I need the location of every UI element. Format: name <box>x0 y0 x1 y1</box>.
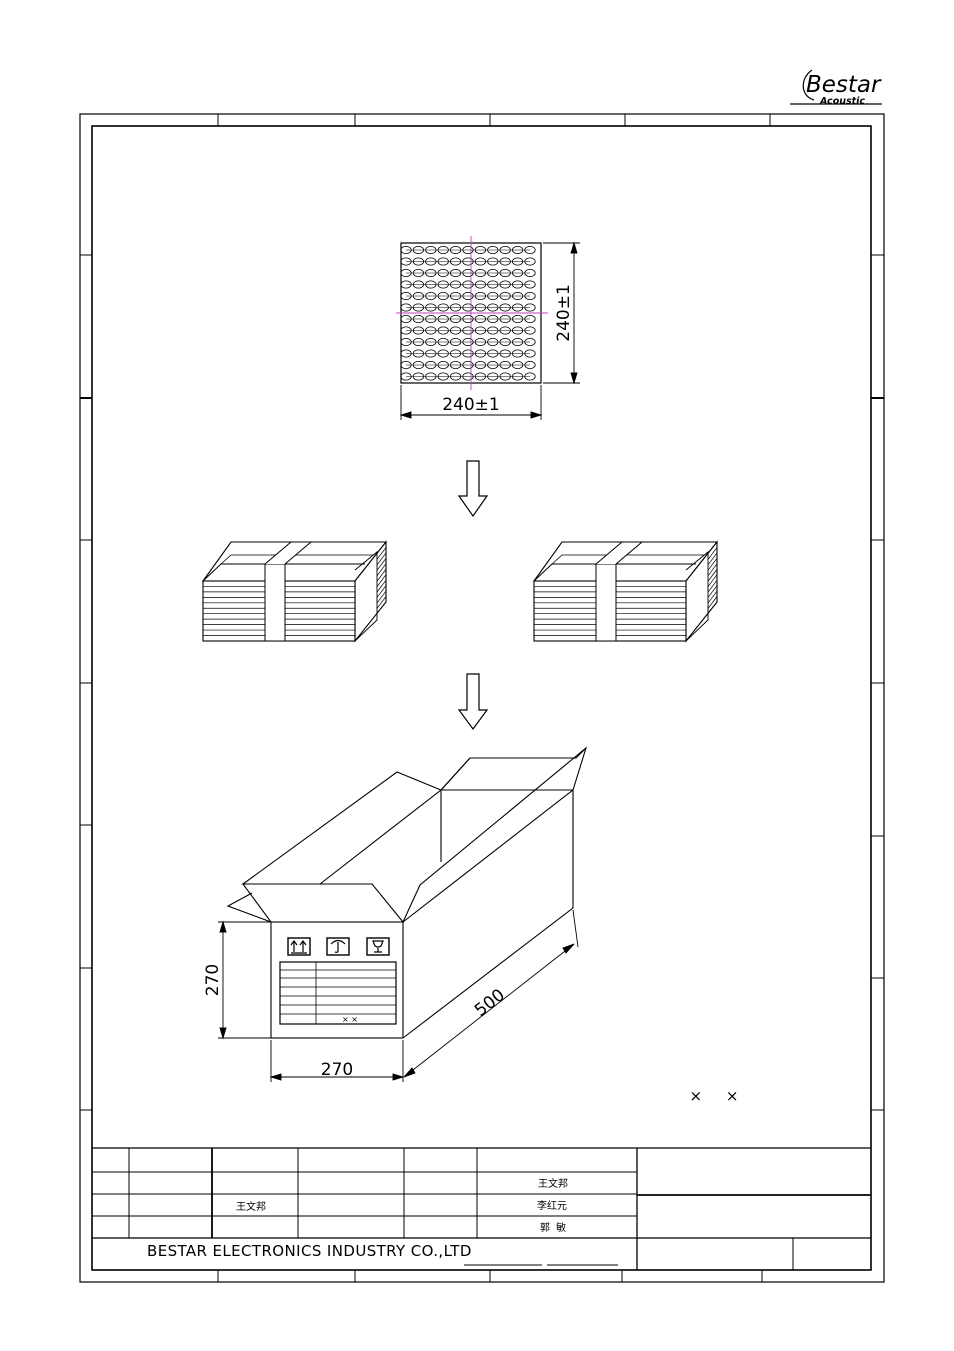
carton-width-label: 270 <box>321 1060 353 1080</box>
tray-layer-line <box>376 585 387 598</box>
carton-box <box>226 746 588 1039</box>
tray-layer-line <box>707 563 718 577</box>
tray-layer-line <box>707 547 718 560</box>
company-name: BESTAR ELECTRONICS INDUSTRY CO.,LTD <box>147 1242 472 1260</box>
stack-top-edge <box>220 554 373 565</box>
tray-layer-line <box>707 590 718 604</box>
approved-by-name: 李红元 <box>537 1199 567 1212</box>
tray-layer-line <box>707 569 718 582</box>
carton-label-marks: × × <box>342 1015 358 1024</box>
tray-layer-line <box>376 569 387 582</box>
tray-height-label: 240±1 <box>554 284 574 342</box>
tray-layer-line <box>707 579 718 593</box>
tray-layer-line <box>707 558 718 571</box>
tray-layer-line <box>707 552 718 566</box>
stack-strap <box>264 563 286 642</box>
tray-layer-line <box>376 558 387 571</box>
tray-layer-line <box>376 579 387 593</box>
bestar-logo: Bestar Acoustic <box>790 69 882 107</box>
stack-strap <box>595 563 617 642</box>
note-marks: × × <box>690 1087 739 1105</box>
stack-strap <box>595 541 644 565</box>
tray-layer-line <box>376 590 387 604</box>
logo-name: Bestar <box>806 72 882 98</box>
carton-label <box>279 937 397 1025</box>
tray-top-view: 240±1 240±1 <box>396 236 580 420</box>
process-arrow-2 <box>457 673 489 731</box>
carton-dimensions <box>218 909 579 1082</box>
issued-by-name: 郭 敏 <box>540 1221 566 1234</box>
stack-top-edge <box>551 554 704 565</box>
tray-layer-line <box>707 585 718 598</box>
drawing-frame <box>79 113 885 1283</box>
tray-layer-line <box>376 547 387 560</box>
tray-width-dimension <box>399 385 543 420</box>
tray-stack-right <box>532 540 719 643</box>
tray-pockets <box>400 245 536 381</box>
tray-height-dimension <box>543 241 580 385</box>
tray-centerlines <box>396 236 548 390</box>
fragile-icon <box>366 937 390 956</box>
stack-strap <box>264 541 313 565</box>
tray-layer-line <box>376 563 387 577</box>
checked-by-name: 王文邦 <box>538 1177 568 1190</box>
carton-length-label: 500 <box>471 985 509 1021</box>
stack-strap-side <box>685 551 709 642</box>
drawn-by-name: 王文邦 <box>236 1200 266 1213</box>
keep-dry-icon <box>326 937 350 956</box>
carton-height-label: 270 <box>203 964 223 996</box>
tray-layer-line <box>707 596 718 609</box>
tray-layer-line <box>376 596 387 609</box>
logo-sub: Acoustic <box>819 96 865 107</box>
tray-layer-line <box>376 552 387 566</box>
stack-strap-side <box>354 551 378 642</box>
tray-layer-line <box>707 574 718 587</box>
tray-stack-left <box>201 540 388 643</box>
tray-width-label: 240±1 <box>442 395 500 415</box>
this-way-up-icon <box>287 937 311 956</box>
tray-layer-line <box>376 574 387 587</box>
process-arrow-1 <box>457 460 489 518</box>
title-block <box>92 1147 871 1270</box>
